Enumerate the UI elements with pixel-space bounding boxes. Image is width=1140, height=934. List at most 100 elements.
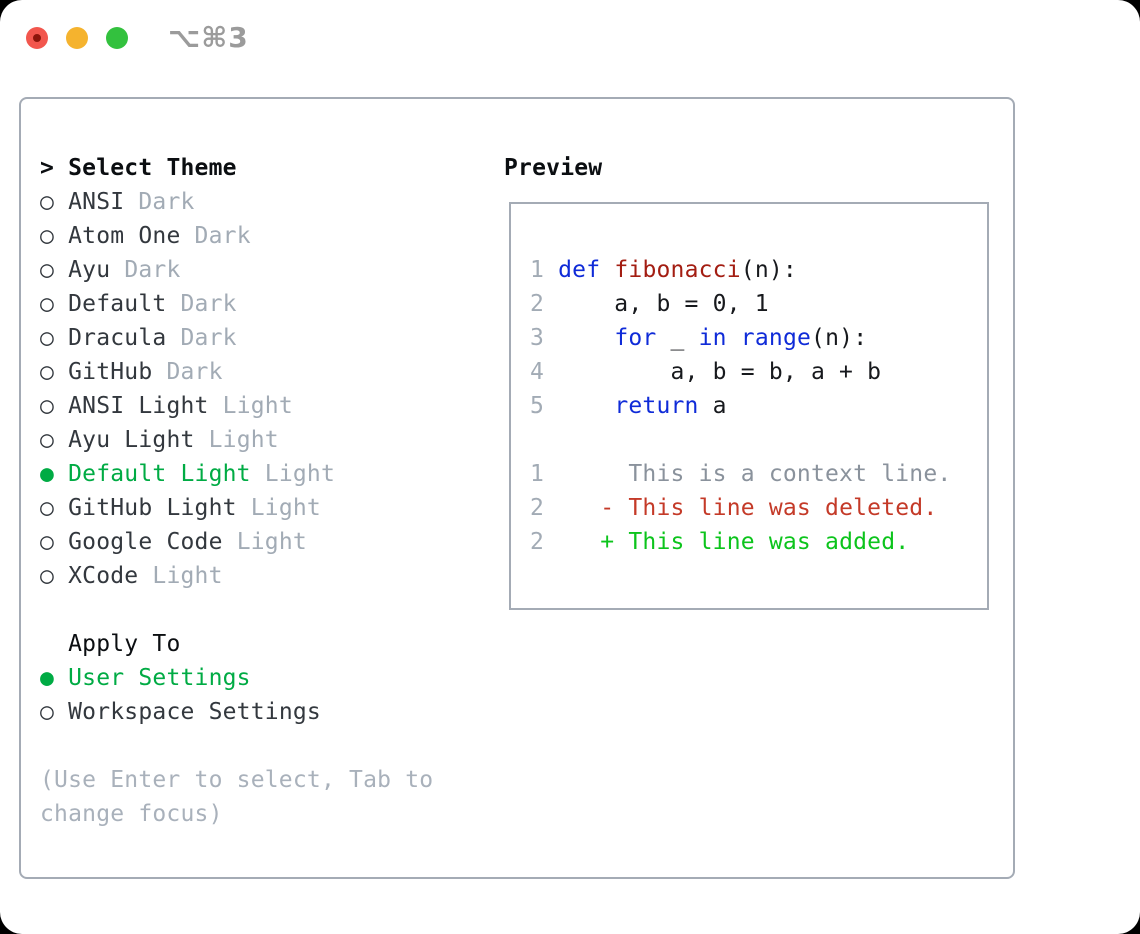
cursor-prefix: >	[40, 155, 69, 181]
apply-to-section: Apply To ● User Settings○ Workspace Sett…	[40, 627, 321, 729]
code-segment	[727, 325, 741, 351]
code-segment: (n):	[740, 257, 797, 283]
radio-icon: ○	[40, 427, 69, 453]
radio-selected-icon: ●	[40, 665, 69, 691]
theme-option[interactable]: ○ GitHub Dark	[40, 355, 335, 389]
close-button[interactable]	[26, 27, 48, 49]
code-segment: range	[740, 325, 812, 351]
radio-icon: ○	[40, 257, 69, 283]
preview-title: Preview	[504, 155, 603, 181]
code-line: 2 + This line was added.	[530, 525, 951, 559]
theme-option[interactable]: ○ Ayu Dark	[40, 253, 335, 287]
theme-name: Ayu Light	[68, 427, 209, 453]
theme-name: Default	[68, 291, 181, 317]
code-segment: + This line was added.	[600, 529, 910, 555]
code-line: 1 This is a context line.	[530, 457, 951, 491]
select-theme-title: Select Theme	[68, 155, 237, 181]
apply-to-list: ● User Settings○ Workspace Settings	[40, 661, 321, 729]
apply-to-label: Workspace Settings	[68, 699, 321, 725]
theme-name: ANSI Light	[68, 393, 223, 419]
theme-variant: Light	[208, 427, 279, 453]
code-line: 2 - This line was deleted.	[530, 491, 951, 525]
theme-option[interactable]: ○ ANSI Light Light	[40, 389, 335, 423]
theme-variant: Dark	[166, 359, 223, 385]
code-segment: 2	[530, 529, 545, 555]
theme-variant: Light	[236, 529, 307, 555]
theme-variant: Light	[250, 495, 321, 521]
minimize-button[interactable]	[66, 27, 88, 49]
theme-variant: Dark	[180, 325, 237, 351]
zoom-button[interactable]	[106, 27, 128, 49]
radio-icon: ○	[40, 495, 69, 521]
theme-option[interactable]: ○ Google Code Light	[40, 525, 335, 559]
apply-to-header-row: Apply To	[40, 627, 321, 661]
theme-variant: Dark	[138, 189, 195, 215]
code-segment: (n):	[811, 325, 868, 351]
radio-icon: ○	[40, 563, 69, 589]
theme-picker-panel: > Select Theme ○ ANSI Dark○ Atom One Dar…	[19, 97, 1015, 879]
theme-option[interactable]: ○ Atom One Dark	[40, 219, 335, 253]
window-title: ⌥⌘3	[168, 21, 249, 54]
theme-name: GitHub Light	[68, 495, 251, 521]
code-segment: This is a context line.	[544, 461, 952, 487]
code-segment	[544, 495, 600, 521]
code-segment: 5	[530, 393, 545, 419]
theme-variant: Light	[152, 563, 223, 589]
code-segment: def	[558, 257, 601, 283]
theme-option[interactable]: ○ XCode Light	[40, 559, 335, 593]
code-segment: 1	[530, 257, 545, 283]
code-segment: - This line was deleted.	[600, 495, 938, 521]
unsaved-changes-dot	[33, 34, 41, 42]
code-line: 1 def fibonacci(n):	[530, 253, 951, 287]
theme-name: Dracula	[68, 325, 181, 351]
apply-to-title: Apply To	[68, 631, 181, 657]
code-segment: return	[614, 393, 699, 419]
code-segment: for	[614, 325, 657, 351]
radio-icon: ○	[40, 189, 69, 215]
radio-icon: ○	[40, 291, 69, 317]
theme-name: Default Light	[68, 461, 265, 487]
code-line: 5 return a	[530, 389, 951, 423]
code-segment: in	[698, 325, 727, 351]
code-line: 4 a, b = b, a + b	[530, 355, 951, 389]
theme-variant: Dark	[124, 257, 181, 283]
code-segment: 3	[530, 325, 545, 351]
theme-name: GitHub	[68, 359, 167, 385]
code-segment: a, b = b, a + b	[544, 359, 882, 385]
theme-option[interactable]: ● Default Light Light	[40, 457, 335, 491]
code-segment	[600, 257, 614, 283]
apply-to-option[interactable]: ● User Settings	[40, 661, 321, 695]
theme-name: Google Code	[68, 529, 237, 555]
radio-selected-icon: ●	[40, 461, 69, 487]
code-segment: 2	[530, 495, 545, 521]
hint-line: (Use Enter to select, Tab to	[40, 767, 434, 793]
code-segment: a, b = 0, 1	[544, 291, 769, 317]
code-segment: 2	[530, 291, 545, 317]
radio-icon: ○	[40, 359, 69, 385]
code-segment: fibonacci	[614, 257, 741, 283]
code-line: 3 for _ in range(n):	[530, 321, 951, 355]
code-segment: 4	[530, 359, 545, 385]
code-segment	[544, 257, 558, 283]
theme-name: XCode	[68, 563, 153, 589]
code-segment: _	[656, 325, 699, 351]
radio-icon: ○	[40, 699, 69, 725]
theme-option[interactable]: ○ Default Dark	[40, 287, 335, 321]
apply-to-label: User Settings	[68, 665, 251, 691]
radio-icon: ○	[40, 223, 69, 249]
theme-option[interactable]: ○ Dracula Dark	[40, 321, 335, 355]
theme-option[interactable]: ○ Ayu Light Light	[40, 423, 335, 457]
theme-option[interactable]: ○ GitHub Light Light	[40, 491, 335, 525]
keyboard-hint: (Use Enter to select, Tab to change focu…	[40, 763, 433, 831]
code-segment	[544, 325, 614, 351]
code-line	[530, 423, 951, 457]
code-line: 2 a, b = 0, 1	[530, 287, 951, 321]
radio-icon: ○	[40, 393, 69, 419]
theme-name: Atom One	[68, 223, 195, 249]
theme-name: Ayu	[68, 257, 125, 283]
apply-to-option[interactable]: ○ Workspace Settings	[40, 695, 321, 729]
window-titlebar: ⌥⌘3	[0, 0, 1140, 76]
theme-option[interactable]: ○ ANSI Dark	[40, 185, 335, 219]
